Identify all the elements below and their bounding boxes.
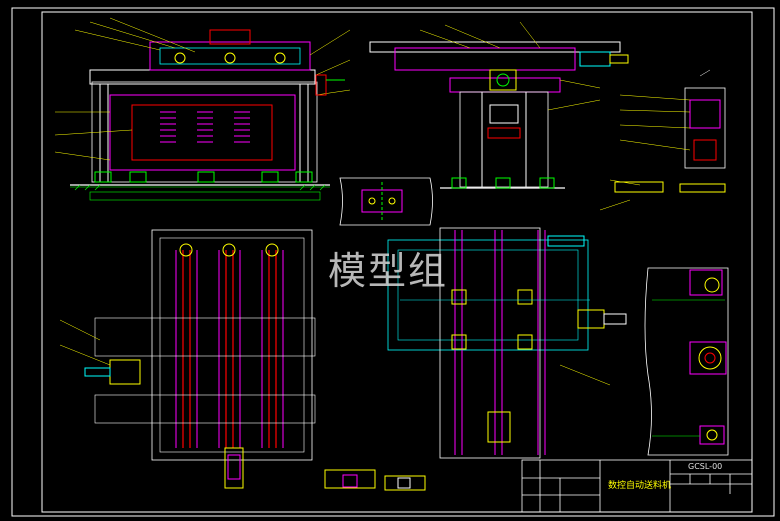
small-part-details [324,469,426,491]
drawing-inner-frame [41,11,753,513]
detail-views [599,69,726,211]
drawing-name: 数控自动送料机 [608,481,672,491]
front-view [54,17,351,201]
end-view [644,267,729,456]
drawing-outer-border [11,7,775,517]
plan-view [59,229,316,489]
watermark-text: 模型组 [328,249,449,293]
side-view [369,21,629,189]
drawing-number: GCSL-00 [688,462,723,471]
section-detail [339,177,433,226]
title-block [521,459,753,513]
top-view [387,227,627,459]
